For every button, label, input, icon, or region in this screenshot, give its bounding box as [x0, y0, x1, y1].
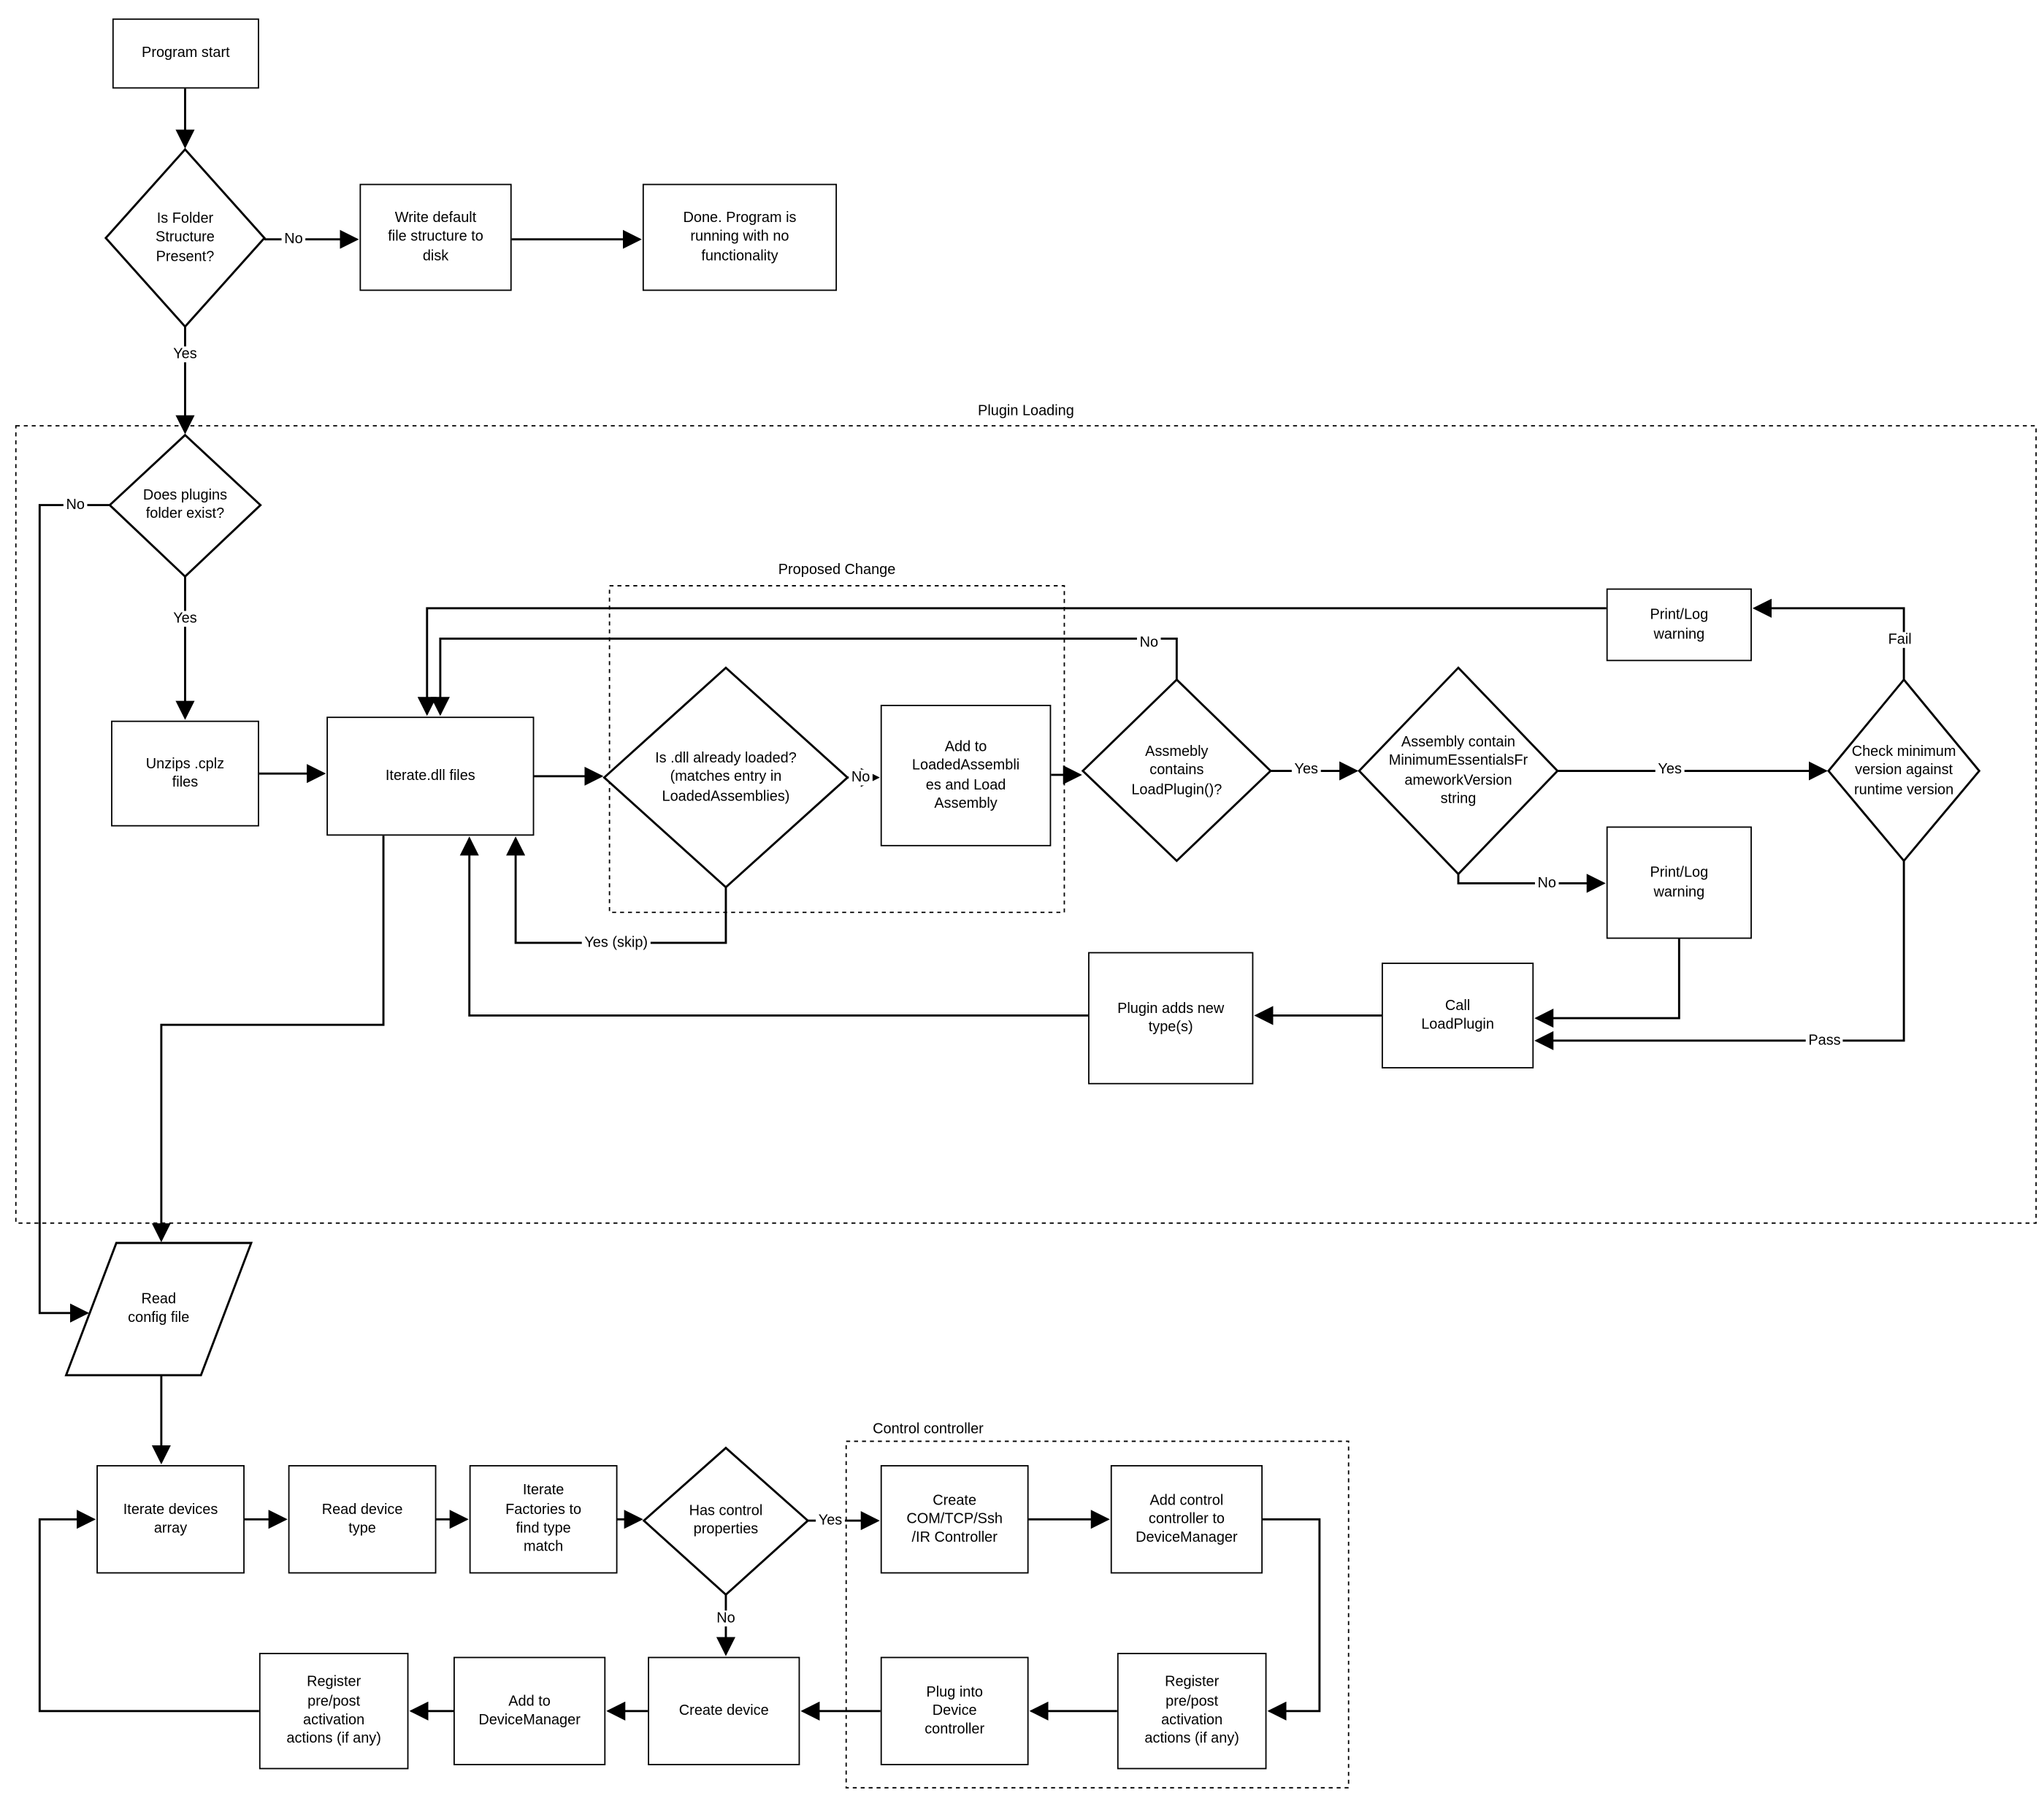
- edge-label-control-no: No: [713, 1610, 738, 1626]
- proposed-change-container: [608, 585, 1065, 914]
- node-add-to-devicemanager: Add to DeviceManager: [453, 1656, 606, 1766]
- node-label: Write default file structure to disk: [388, 210, 483, 264]
- edge-register-left-to-iterate-devices: [38, 1510, 259, 1713]
- node-label: Create device: [678, 1702, 769, 1719]
- node-label: Plug into Device controller: [925, 1683, 985, 1738]
- node-label: Unzips .cplz files: [145, 756, 225, 791]
- node-assembly-contains-loadplugin: Assmebly contains LoadPlugin()?: [1131, 743, 1222, 798]
- node-label: Plugin adds new type(s): [1117, 1001, 1225, 1036]
- node-label: Add to DeviceManager: [478, 1693, 581, 1729]
- node-does-plugins-folder-exist: Does plugins folder exist?: [142, 487, 228, 523]
- node-label: Iterate Factories to find type match: [505, 1483, 582, 1556]
- node-label: Register pre/post activation actions (if…: [1144, 1674, 1239, 1748]
- proposed-change-label: Proposed Change: [778, 562, 896, 578]
- edge-add-control-to-register-right: [1263, 1518, 1321, 1721]
- shape-folder-structure-diamond: [104, 148, 267, 329]
- edge-label-assembly-no: No: [1136, 635, 1161, 651]
- edge-label-minver-no: No: [1534, 875, 1559, 892]
- node-register-activation-left: Register pre/post activation actions (if…: [259, 1653, 409, 1770]
- node-iterate-devices: Iterate devices array: [96, 1465, 245, 1574]
- edge-label-version-pass: Pass: [1805, 1033, 1844, 1049]
- shape-check-version-diamond: [1827, 678, 1981, 863]
- node-label: Print/Log warning: [1650, 865, 1709, 901]
- node-plugin-adds-types: Plugin adds new type(s): [1088, 952, 1254, 1085]
- edge-label-plugins-yes: Yes: [170, 611, 200, 627]
- edge-plugins-no-to-read-config: [38, 504, 110, 1323]
- edge-label-assembly-yes: Yes: [1291, 761, 1321, 778]
- node-assembly-contains-minver: Assembly contain MinimumEssentialsFr ame…: [1388, 734, 1528, 807]
- node-program-start: Program start: [112, 18, 259, 89]
- node-label: Print/Log warning: [1650, 607, 1709, 642]
- node-label: Create COM/TCP/Ssh /IR Controller: [906, 1492, 1003, 1546]
- plugin-loading-label: Plugin Loading: [978, 403, 1074, 419]
- node-unzips-cplz: Unzips .cplz files: [111, 720, 259, 827]
- node-add-to-loaded: Add to LoadedAssembli es and Load Assemb…: [880, 704, 1052, 846]
- node-label: Register pre/post activation actions (if…: [286, 1674, 381, 1748]
- node-has-control-properties: Has control properties: [689, 1503, 763, 1538]
- node-iterate-factories: Iterate Factories to find type match: [469, 1465, 618, 1574]
- node-plug-into-device: Plug into Device controller: [880, 1656, 1029, 1766]
- edge-assembly-no-to-iterate-dll: [430, 638, 1178, 716]
- node-label: Call LoadPlugin: [1421, 998, 1494, 1033]
- shape-dll-loaded-diamond: [602, 666, 849, 889]
- node-is-dll-loaded: Is .dll already loaded? (matches entry i…: [655, 750, 797, 805]
- edge-plugin-adds-to-iterate-dll: [459, 836, 1089, 1017]
- node-label: Add to LoadedAssembli es and Load Assemb…: [911, 738, 1020, 812]
- node-label: Add control controller to DeviceManager: [1136, 1492, 1238, 1546]
- edge-warning-top-to-iterate-dll: [417, 607, 1607, 716]
- node-done-no-functionality: Done. Program is running with no functio…: [642, 183, 838, 291]
- edge-warning-bottom-to-call-loadplugin: [1534, 938, 1680, 1028]
- node-print-log-warning-bottom: Print/Log warning: [1606, 826, 1752, 939]
- shape-assembly-loadplugin-diamond: [1081, 678, 1272, 863]
- edge-iterate-dll-to-read-config: [151, 836, 385, 1242]
- node-call-loadplugin: Call LoadPlugin: [1381, 963, 1534, 1068]
- node-register-activation-right: Register pre/post activation actions (if…: [1117, 1653, 1267, 1770]
- node-label: Iterate devices array: [123, 1502, 218, 1537]
- shape-has-control-diamond: [642, 1446, 810, 1597]
- shape-plugins-folder-diamond: [108, 433, 262, 578]
- node-label: Done. Program is running with no functio…: [683, 210, 797, 264]
- node-read-device-type: Read device type: [288, 1465, 437, 1574]
- edge-label-version-fail: Fail: [1886, 632, 1915, 649]
- node-add-control-controller: Add control controller to DeviceManager: [1110, 1465, 1263, 1574]
- edge-version-pass-to-call-loadplugin: [1534, 860, 1905, 1050]
- edge-minver-no-to-warning-bottom: [1457, 873, 1606, 893]
- node-label: Iterate.dll files: [385, 768, 475, 784]
- edge-label-folder-yes: Yes: [170, 346, 200, 363]
- edge-label-minver-yes: Yes: [1655, 761, 1685, 778]
- node-create-device: Create device: [648, 1656, 800, 1766]
- shape-minver-string-diamond: [1358, 666, 1559, 876]
- node-is-folder-structure: Is Folder Structure Present?: [156, 210, 215, 265]
- node-create-controller: Create COM/TCP/Ssh /IR Controller: [880, 1465, 1029, 1574]
- edge-label-folder-no: No: [281, 231, 306, 248]
- node-write-default: Write default file structure to disk: [359, 183, 512, 291]
- edge-version-fail-to-warning-top: [1752, 598, 1905, 680]
- node-check-min-version: Check minimum version against runtime ve…: [1851, 743, 1956, 798]
- control-controller-label: Control controller: [873, 1421, 984, 1438]
- node-print-log-warning-top: Print/Log warning: [1606, 588, 1752, 662]
- node-read-config: Read config file: [128, 1291, 190, 1326]
- control-controller-container: [845, 1440, 1350, 1789]
- node-label: Program start: [142, 45, 230, 61]
- node-iterate-dll: Iterate.dll files: [326, 716, 535, 836]
- edge-label-plugins-no: No: [63, 497, 88, 513]
- node-label: Read device type: [321, 1502, 403, 1537]
- edge-label-dll-loaded-yes-skip: Yes (skip): [581, 935, 651, 951]
- edge-label-control-yes: Yes: [816, 1513, 845, 1529]
- edge-label-dll-loaded-no: No: [849, 769, 873, 786]
- plugin-loading-container: [15, 425, 2037, 1224]
- shape-read-config-parallelogram: [64, 1242, 253, 1377]
